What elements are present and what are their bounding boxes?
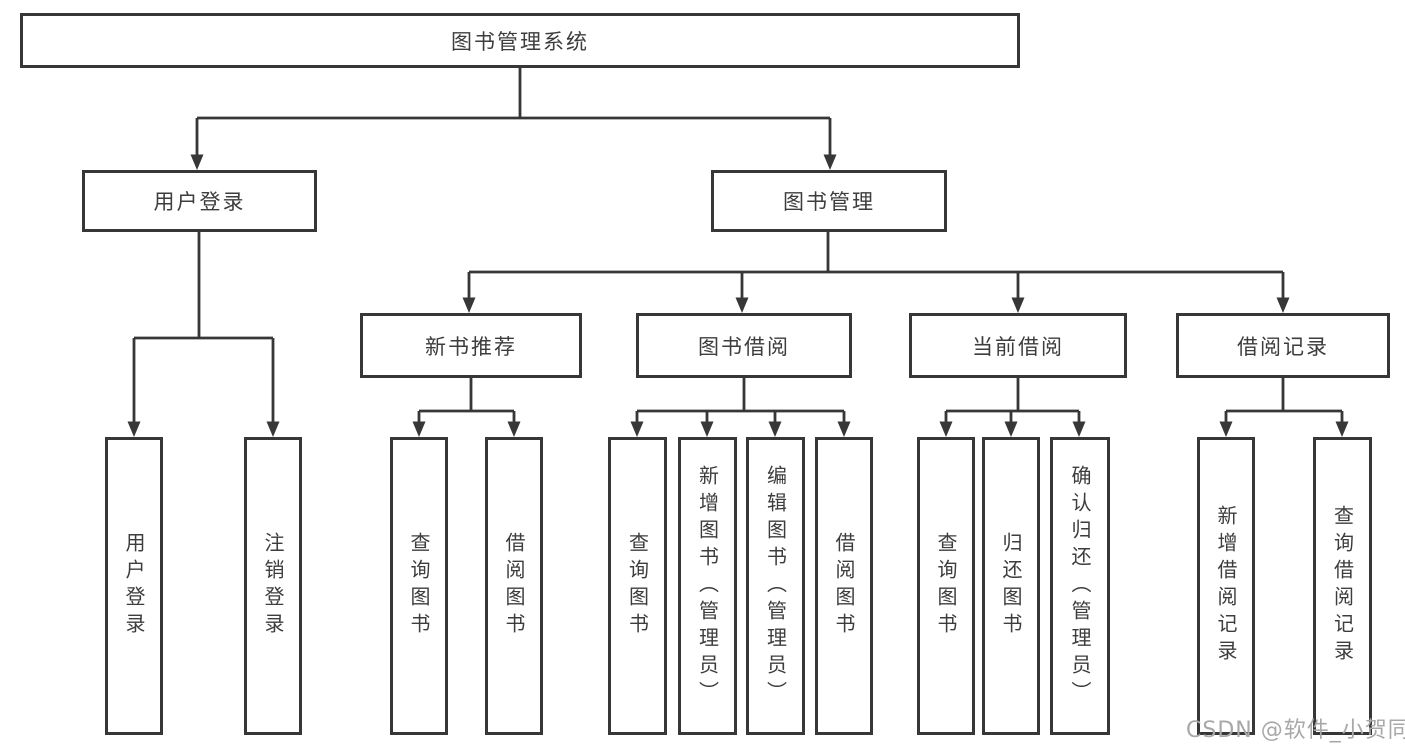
leaf-edit-books-admin: 编辑图书（管理员）: [746, 437, 805, 735]
node-label: 新增借阅记录: [1214, 505, 1238, 667]
node-label: 用户登录: [153, 190, 246, 214]
leaf-query-books-borrowing: 查询图书: [608, 437, 667, 735]
node-label: 新书推荐: [425, 334, 517, 359]
node-label: 借阅图书: [502, 532, 526, 640]
connector-book-management-children: [462, 232, 1290, 313]
node-label: 借阅记录: [1237, 334, 1329, 359]
node-label: 图书借阅: [698, 334, 790, 359]
node-label: 查询图书: [625, 532, 650, 640]
arrowhead: [837, 421, 851, 437]
leaf-logout: 注销登录: [244, 437, 302, 735]
arrowhead: [1335, 421, 1349, 437]
arrowhead: [190, 154, 204, 170]
arrowhead: [700, 421, 714, 437]
node-label: 确认归还（管理员）: [1068, 464, 1092, 708]
leaf-confirm-return-admin: 确认归还（管理员）: [1050, 437, 1110, 735]
node-label: 新增图书（管理员）: [695, 464, 720, 708]
arrowhead: [630, 421, 644, 437]
node-label: 借阅图书: [832, 532, 856, 640]
connector-root-to-level2: [190, 68, 837, 170]
node-label: 当前借阅: [972, 334, 1064, 359]
node-label: 查询借阅记录: [1330, 505, 1355, 667]
node-current-borrowing: 当前借阅: [909, 313, 1127, 378]
arrowhead: [412, 421, 426, 437]
node-new-book-recommendation: 新书推荐: [360, 313, 582, 378]
arrowhead: [127, 421, 141, 437]
leaf-borrow-books: 借阅图书: [815, 437, 873, 735]
leaf-add-books-admin: 新增图书（管理员）: [678, 437, 737, 735]
arrowhead: [462, 297, 476, 313]
arrowhead: [1072, 421, 1086, 437]
node-label: 图书管理系统: [451, 29, 589, 54]
connector-user-login-children: [127, 232, 280, 437]
leaf-query-books-recommendation: 查询图书: [390, 437, 448, 735]
connector-book-borrowing-children: [630, 378, 851, 437]
arrowhead: [823, 154, 837, 170]
leaf-query-borrow-record: 查询借阅记录: [1313, 437, 1372, 735]
leaf-return-books: 归还图书: [982, 437, 1040, 735]
csdn-watermark: CSDN @软件_小贺同学: [1186, 718, 1405, 743]
arrowhead: [1004, 421, 1018, 437]
node-label: 查询图书: [407, 532, 431, 640]
node-label: 编辑图书（管理员）: [763, 464, 788, 708]
arrowhead: [1011, 297, 1025, 313]
node-label: 用户登录: [122, 532, 146, 640]
leaf-borrow-books-recommendation: 借阅图书: [485, 437, 543, 735]
arrowhead: [266, 421, 280, 437]
node-label: 查询图书: [934, 532, 958, 640]
node-user-login: 用户登录: [82, 170, 317, 232]
node-book-borrowing: 图书借阅: [636, 313, 852, 378]
arrowhead: [768, 421, 782, 437]
node-library-management-system: 图书管理系统: [20, 13, 1020, 68]
node-label: 注销登录: [261, 532, 285, 640]
node-borrowing-records: 借阅记录: [1176, 313, 1390, 378]
arrowhead: [735, 297, 749, 313]
leaf-query-books-current: 查询图书: [917, 437, 975, 735]
connector-new-book-recommendation-children: [412, 378, 521, 437]
arrowhead: [507, 421, 521, 437]
node-label: 图书管理: [783, 190, 875, 214]
arrowhead: [1219, 421, 1233, 437]
arrowhead: [939, 421, 953, 437]
connector-current-borrowing-children: [939, 378, 1086, 437]
connector-borrowing-records-children: [1219, 378, 1349, 437]
leaf-user-login: 用户登录: [105, 437, 163, 735]
node-label: 归还图书: [999, 532, 1023, 640]
leaf-add-borrow-record: 新增借阅记录: [1197, 437, 1255, 735]
arrowhead: [1276, 297, 1290, 313]
node-book-management: 图书管理: [711, 170, 947, 232]
